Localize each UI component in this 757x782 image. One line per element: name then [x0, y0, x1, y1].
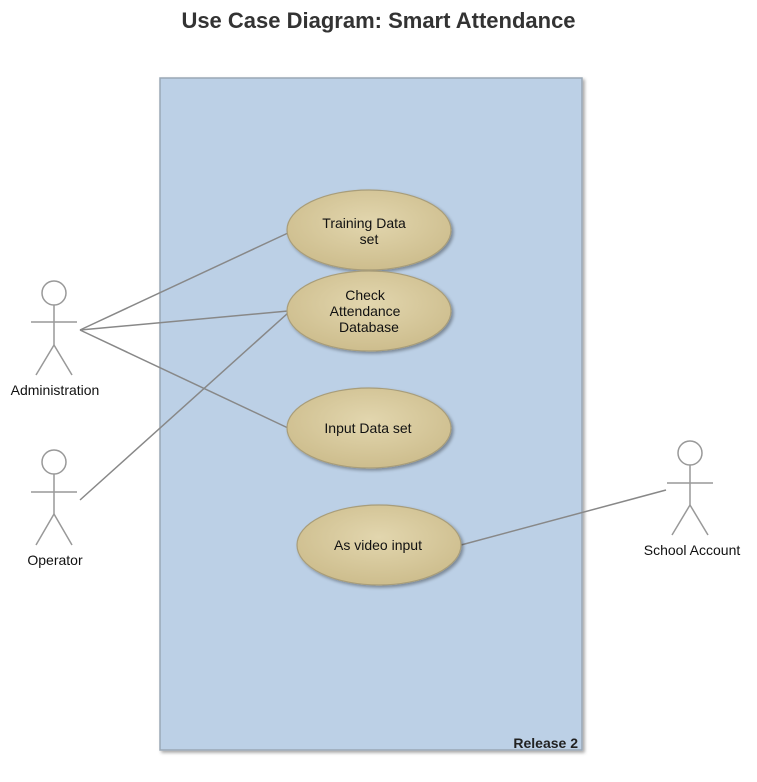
svg-text:As video input: As video input — [334, 537, 422, 553]
system-boundary-label: Release 2 — [513, 735, 578, 751]
use-case-label-line: set — [360, 231, 379, 247]
association-administration-input-data-set — [79, 329, 289, 429]
diagram-title: Use Case Diagram: Smart Attendance — [181, 8, 576, 33]
use-case-input-data-set[interactable]: Input Data set — [286, 387, 452, 469]
association-administration-check-attendance-database — [79, 310, 289, 331]
svg-text:Input Data set: Input Data set — [324, 420, 411, 436]
actor-label-operator: Operator — [27, 552, 83, 568]
use-case-label-line: Check — [345, 287, 386, 303]
actor-label-school-account: School Account — [644, 542, 741, 558]
association-operator-check-attendance-database — [79, 312, 289, 501]
use-case-label-line: Database — [339, 319, 399, 335]
use-case-label-line: Attendance — [330, 303, 401, 319]
svg-text:Check Attendance D: Check Attendance Database — [330, 287, 405, 335]
use-case-as-video-input[interactable]: As video input — [296, 504, 462, 586]
use-case-check-attendance-database[interactable]: Check Attendance Database — [286, 270, 452, 352]
actor-label-administration: Administration — [11, 382, 100, 398]
actor-school-account[interactable] — [667, 440, 713, 536]
association-administration-training-data-set — [79, 232, 289, 331]
actor-administration[interactable] — [31, 280, 77, 376]
use-case-label-line: Input Data set — [324, 420, 411, 436]
use-case-label-line: As video input — [334, 537, 422, 553]
svg-text:Training Data set: Training Data set — [322, 215, 409, 247]
actor-operator[interactable] — [31, 449, 77, 546]
use-case-label-line: Training Data — [322, 215, 406, 231]
use-case-training-data-set[interactable]: Training Data set — [286, 189, 452, 271]
association-school-account-as-video-input — [460, 489, 667, 546]
